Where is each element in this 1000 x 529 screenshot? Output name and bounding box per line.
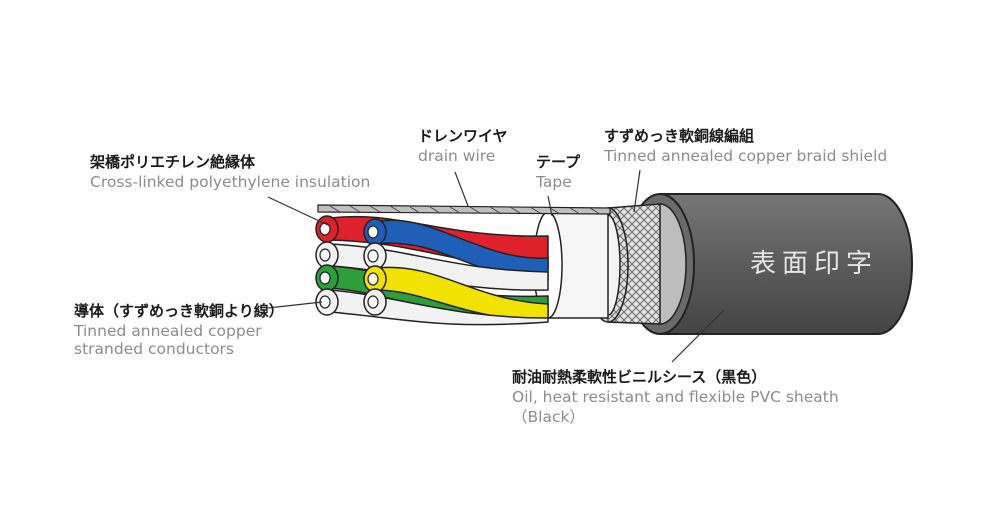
conductor-label-jp: 導体（すずめっき軟銅より線） [74, 302, 284, 320]
pvc-sheath: 表面印字 [625, 193, 913, 335]
leader-conductor [267, 301, 323, 309]
wire-end-white-4 [363, 288, 387, 316]
leader-tape [547, 195, 553, 217]
wire-end-blue [363, 218, 387, 246]
sheath-label-jp: 耐油耐熱柔軟性ビニルシース（黒色） [512, 368, 767, 386]
leader-lines [267, 169, 725, 363]
sheath-label-en-1: Oil, heat resistant and flexible PVC she… [512, 388, 839, 406]
braid-shield-label-en: Tinned annealed copper braid shield [604, 147, 888, 165]
tape-label-jp: テープ [536, 153, 581, 171]
tape-label-en: Tape [536, 173, 572, 191]
leader-insulation [267, 196, 331, 227]
wire-end-yellow [363, 265, 387, 293]
wire-end-red [315, 215, 339, 243]
wire-end-green [315, 264, 339, 292]
leader-braid [633, 169, 641, 213]
sheath-label-en-2: （Black） [512, 408, 585, 426]
drain-wire [317, 204, 611, 215]
leader-sheath [671, 309, 725, 363]
insulation-label-jp: 架橋ポリエチレン絶縁体 [90, 153, 256, 171]
conductor-ends [315, 215, 387, 316]
braid-shield-label-jp: すずめっき軟銅線編組 [604, 127, 755, 145]
wire-end-white-1 [315, 241, 339, 269]
insulation-label-en: Cross-linked polyethylene insulation [90, 173, 371, 191]
conductor-label-en-1: Tinned annealed copper [74, 322, 262, 340]
conductor-label-en-2: stranded conductors [74, 340, 235, 358]
wire-end-white-3 [315, 288, 339, 316]
leader-drain [454, 171, 469, 207]
drain-wire-label-en: drain wire [418, 147, 496, 165]
drain-wire-label-jp: ドレンワイヤ [418, 127, 508, 145]
cable-print-text: 表面印字 [750, 249, 878, 279]
wire-end-white-2 [363, 242, 387, 270]
twisted-pairs [329, 215, 549, 326]
